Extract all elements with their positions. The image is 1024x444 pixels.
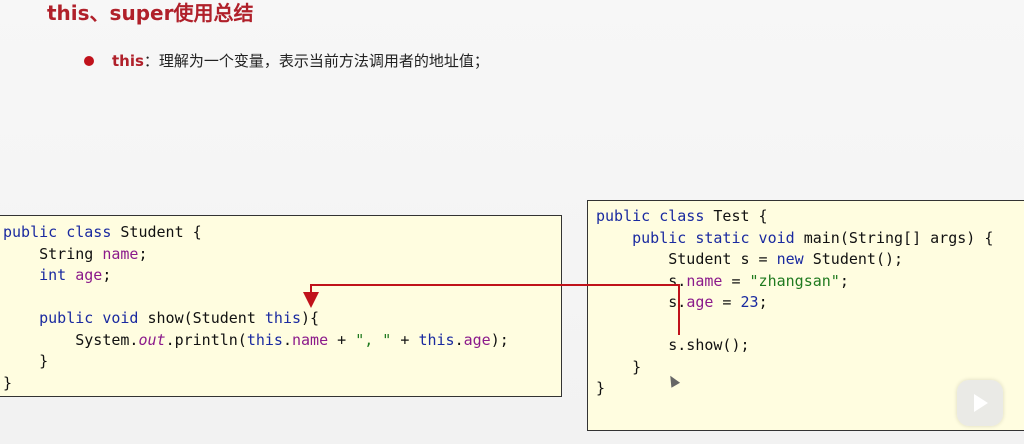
slide-title: this、super使用总结 <box>47 1 254 25</box>
test-code-line: } <box>596 378 1024 400</box>
test-code-line: public class Test { <box>596 206 1024 228</box>
bullet-text: ：理解为一个变量，表示当前方法调用者的地址值； <box>143 52 489 70</box>
student-code-line: public void show(Student this){ <box>3 308 561 330</box>
student-code-line: public class Student { <box>3 222 561 244</box>
student-code-line <box>3 287 561 309</box>
code-token: . <box>282 330 292 349</box>
code-token: Student(); <box>812 250 904 268</box>
code-token: out <box>138 330 166 349</box>
code-token: name <box>292 330 329 349</box>
code-token: Student { <box>120 223 202 241</box>
video-play-icon[interactable] <box>957 380 1003 426</box>
code-token: } <box>596 379 606 397</box>
code-token: int <box>39 266 76 284</box>
code-token: String <box>3 244 103 263</box>
play-triangle-icon <box>974 394 988 412</box>
student-class-code-block: public class Student { String name; int … <box>0 215 562 397</box>
code-token: name <box>102 244 139 263</box>
code-token <box>3 266 39 284</box>
student-code-line: String name; <box>3 244 561 266</box>
code-token: .println( <box>165 330 247 349</box>
student-code-line: } <box>3 373 561 395</box>
code-token: this <box>246 330 283 349</box>
code-token: Test { <box>713 207 768 225</box>
code-token: age <box>463 330 491 349</box>
test-code-line: s.age = 23; <box>596 292 1024 314</box>
code-token: public void <box>39 309 148 327</box>
code-token: "zhangsan" <box>749 271 840 290</box>
code-token: name <box>686 271 723 290</box>
test-code-line: Student s = new Student(); <box>596 249 1024 271</box>
code-token: ; <box>839 271 849 290</box>
code-token: Student s = <box>596 250 777 268</box>
bullet-dot-icon <box>84 55 94 66</box>
code-token: = <box>722 271 750 290</box>
code-token: this <box>264 309 302 327</box>
code-token: ; <box>758 293 768 311</box>
code-token: public static void <box>632 228 804 247</box>
code-token: + <box>391 330 419 349</box>
bullet-keyword: this <box>112 51 144 70</box>
test-code-line: s.show(); <box>596 335 1024 357</box>
code-token: ); <box>490 330 509 349</box>
test-code-line: } <box>596 357 1024 379</box>
code-token <box>3 309 39 327</box>
code-token: main(String[] args) { <box>803 228 994 247</box>
code-token <box>596 229 632 247</box>
code-token: age <box>686 293 714 311</box>
student-code-line: } <box>3 351 561 373</box>
code-token: s. <box>596 293 687 311</box>
test-code-line: s.name = "zhangsan"; <box>596 271 1024 293</box>
code-token: ; <box>102 266 112 284</box>
code-token: + <box>328 330 356 349</box>
code-token: new <box>776 250 813 268</box>
test-code-line <box>596 314 1024 336</box>
code-token: this <box>418 330 455 349</box>
code-token: ", " <box>355 330 392 349</box>
student-code-line: int age; <box>3 265 561 287</box>
code-token: age <box>75 266 103 284</box>
code-token: ; <box>138 244 148 263</box>
code-token: } <box>3 373 13 392</box>
code-token: . <box>454 330 464 349</box>
code-token: public class <box>3 223 121 241</box>
test-code-line: public static void main(String[] args) { <box>596 228 1024 250</box>
student-code-line: System.out.println(this.name + ", " + th… <box>3 330 561 352</box>
code-token: show(Student <box>147 309 265 327</box>
code-token: s. <box>596 271 687 290</box>
code-token: = <box>713 293 741 311</box>
test-class-code-block: public class Test { public static void m… <box>587 200 1024 431</box>
code-token: public class <box>596 207 714 225</box>
code-token: 23 <box>740 293 759 311</box>
code-token: ){ <box>301 309 320 327</box>
code-token: } <box>596 357 642 376</box>
bullet-item: this ：理解为一个变量，表示当前方法调用者的地址值； <box>84 50 489 71</box>
code-token: System. <box>3 330 139 349</box>
code-token: } <box>3 352 49 370</box>
code-token: s.show(); <box>596 336 750 354</box>
